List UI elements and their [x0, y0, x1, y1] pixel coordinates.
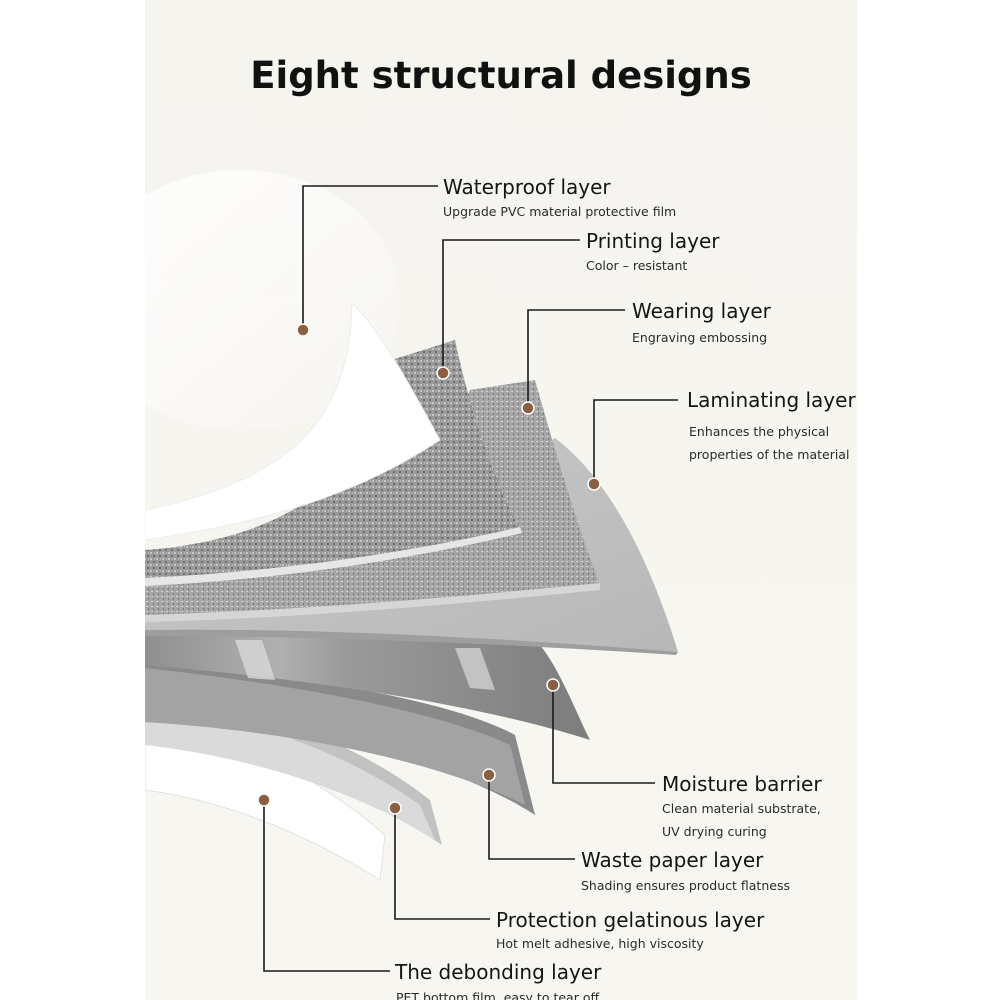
page-title: Eight structural designs [250, 54, 752, 97]
layer-name-printing: Printing layer [586, 229, 720, 253]
laminating-layer-edge [145, 629, 678, 655]
layer-desc-waste-paper: Shading ensures product flatness [581, 878, 790, 893]
marker-dot-protection [388, 801, 402, 815]
leader-line-printing [442, 239, 580, 373]
leader-line-waterproof [302, 185, 438, 330]
leader-line-debonding [263, 800, 390, 972]
background-glow [145, 170, 400, 430]
marker-dot-waste-paper [482, 768, 496, 782]
layer-desc-moisture-1: Clean material substrate, [662, 801, 821, 816]
leader-line-waste-paper [488, 775, 575, 860]
leader-line-protection [394, 808, 490, 920]
marker-dot-printing [436, 366, 450, 380]
layer-desc-wearing: Engraving embossing [632, 330, 768, 345]
layer-desc-moisture-2: UV drying curing [662, 824, 767, 839]
leader-lines [263, 185, 678, 972]
marker-dot-waterproof [296, 323, 310, 337]
leader-line-laminating [593, 399, 678, 484]
layer-desc-protection: Hot melt adhesive, high viscosity [496, 936, 704, 951]
wearing-layer-sheet [145, 380, 600, 618]
wearing-layer-edge [145, 583, 600, 622]
moisture-streak-1 [235, 640, 275, 680]
layer-desc-waterproof: Upgrade PVC material protective film [443, 204, 677, 219]
marker-dot-laminating [587, 477, 601, 491]
leader-line-moisture [552, 685, 655, 784]
marker-dots [257, 323, 601, 815]
layer-name-protection: Protection gelatinous layer [496, 908, 765, 932]
layer-name-waste-paper: Waste paper layer [581, 848, 764, 872]
layer-desc-debonding: PET bottom film, easy to tear off [396, 990, 600, 1000]
marker-dot-debonding [257, 793, 271, 807]
layer-desc-laminating-1: Enhances the physical [689, 424, 830, 439]
layer-desc-laminating-2: properties of the material [689, 447, 850, 462]
layer-name-wearing: Wearing layer [632, 299, 771, 323]
waterproof-layer-sheet [145, 301, 441, 541]
leader-line-wearing [527, 309, 625, 408]
waste-paper-layer-face [145, 668, 525, 805]
marker-dot-wearing [521, 401, 535, 415]
layer-name-debonding: The debonding layer [395, 960, 602, 984]
layer-name-laminating: Laminating layer [687, 388, 856, 412]
layer-name-moisture: Moisture barrier [662, 772, 822, 796]
layer-name-waterproof: Waterproof layer [443, 175, 611, 199]
printing-layer-edge [145, 527, 522, 586]
marker-dot-moisture [546, 678, 560, 692]
moisture-streak-2 [455, 648, 495, 690]
protection-layer-face [145, 700, 435, 840]
layer-desc-printing: Color – resistant [586, 258, 688, 273]
layer-name-laminating-clip: Laminating layer [687, 388, 857, 418]
printing-layer-sheet [145, 340, 520, 582]
